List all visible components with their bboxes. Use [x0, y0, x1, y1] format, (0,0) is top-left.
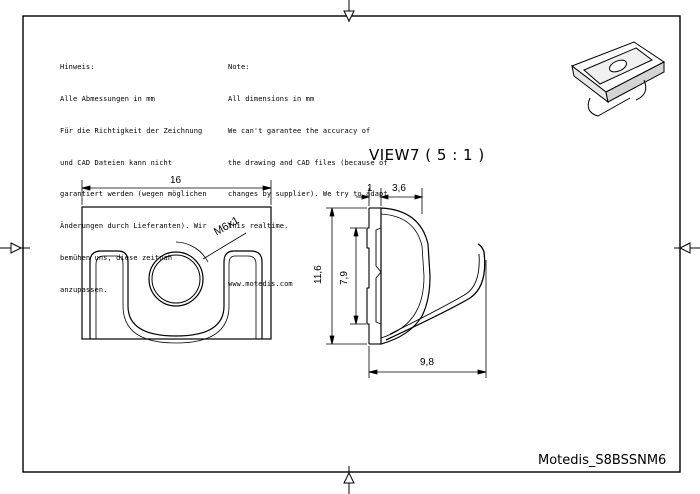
front-view	[81, 206, 272, 344]
dimension-height-inner	[350, 227, 366, 325]
side-view-flange	[366, 208, 370, 344]
note-german-line: garantiert werden (wegen möglichen	[60, 190, 207, 199]
note-german-line: bemühen uns, diese zeitnah	[60, 253, 173, 262]
front-view-slot-inner	[95, 255, 257, 344]
dimension-label-top-depth: 3,6	[392, 183, 406, 194]
thread-callout-arc	[175, 241, 209, 263]
dimension-label-total-depth: 9,8	[420, 357, 434, 368]
side-view-spring	[385, 243, 486, 341]
note-german-line: und CAD Dateien kann nicht	[60, 158, 173, 167]
dimension-label-width: 16	[170, 175, 182, 186]
thread-leader	[202, 232, 247, 260]
note-english-line: All dimensions in mm	[228, 94, 315, 103]
note-english-line: changes by supplier). We try to adapt	[228, 190, 388, 199]
thread-hole-outer	[148, 251, 204, 307]
note-german-line: anzupassen.	[60, 285, 108, 294]
center-mark-left	[0, 242, 30, 254]
center-mark-right	[674, 242, 700, 254]
note-english-line: We can't garantee the accuracy of	[228, 126, 371, 135]
note-german-line: Alle Abmessungen in mm	[60, 94, 155, 103]
note-english-line: the drawing and CAD files (because of	[228, 158, 388, 167]
thread-hole-inner	[151, 254, 201, 304]
note-english-line: this realtime.	[228, 222, 289, 231]
isometric-preview	[570, 41, 665, 117]
view-title: VIEW7 ( 5 : 1 )	[369, 146, 485, 164]
note-website: www.motedis.com	[228, 280, 293, 289]
dimension-label-height-inner: 7,9	[339, 271, 350, 285]
note-english: Note: All dimensions in mm We can't gara…	[228, 41, 388, 300]
note-german-line: Für die Richtigkeit der Zeichnung	[60, 126, 203, 135]
note-german-line: Änderungen durch Lieferanten). Wir	[60, 222, 207, 231]
dimension-height-outer	[326, 207, 367, 345]
note-german: Hinweis: Alle Abmessungen in mm Für die …	[60, 41, 207, 306]
note-english-heading: Note:	[228, 63, 250, 72]
part-number: Motedis_S8BSSNM6	[538, 453, 667, 468]
side-view	[366, 207, 486, 345]
dimension-label-flange: 1	[367, 183, 373, 194]
dimension-total-depth	[368, 260, 487, 378]
front-view-outline	[81, 206, 272, 340]
dimension-top-depth	[414, 188, 424, 214]
center-mark-top	[343, 0, 355, 23]
note-german-heading: Hinweis:	[60, 63, 95, 72]
front-view-slot-contour	[89, 250, 263, 339]
dimension-label-height-outer: 11,6	[313, 265, 324, 284]
center-mark-bottom	[343, 466, 355, 494]
dimension-width	[81, 180, 272, 205]
side-view-body	[380, 207, 431, 345]
